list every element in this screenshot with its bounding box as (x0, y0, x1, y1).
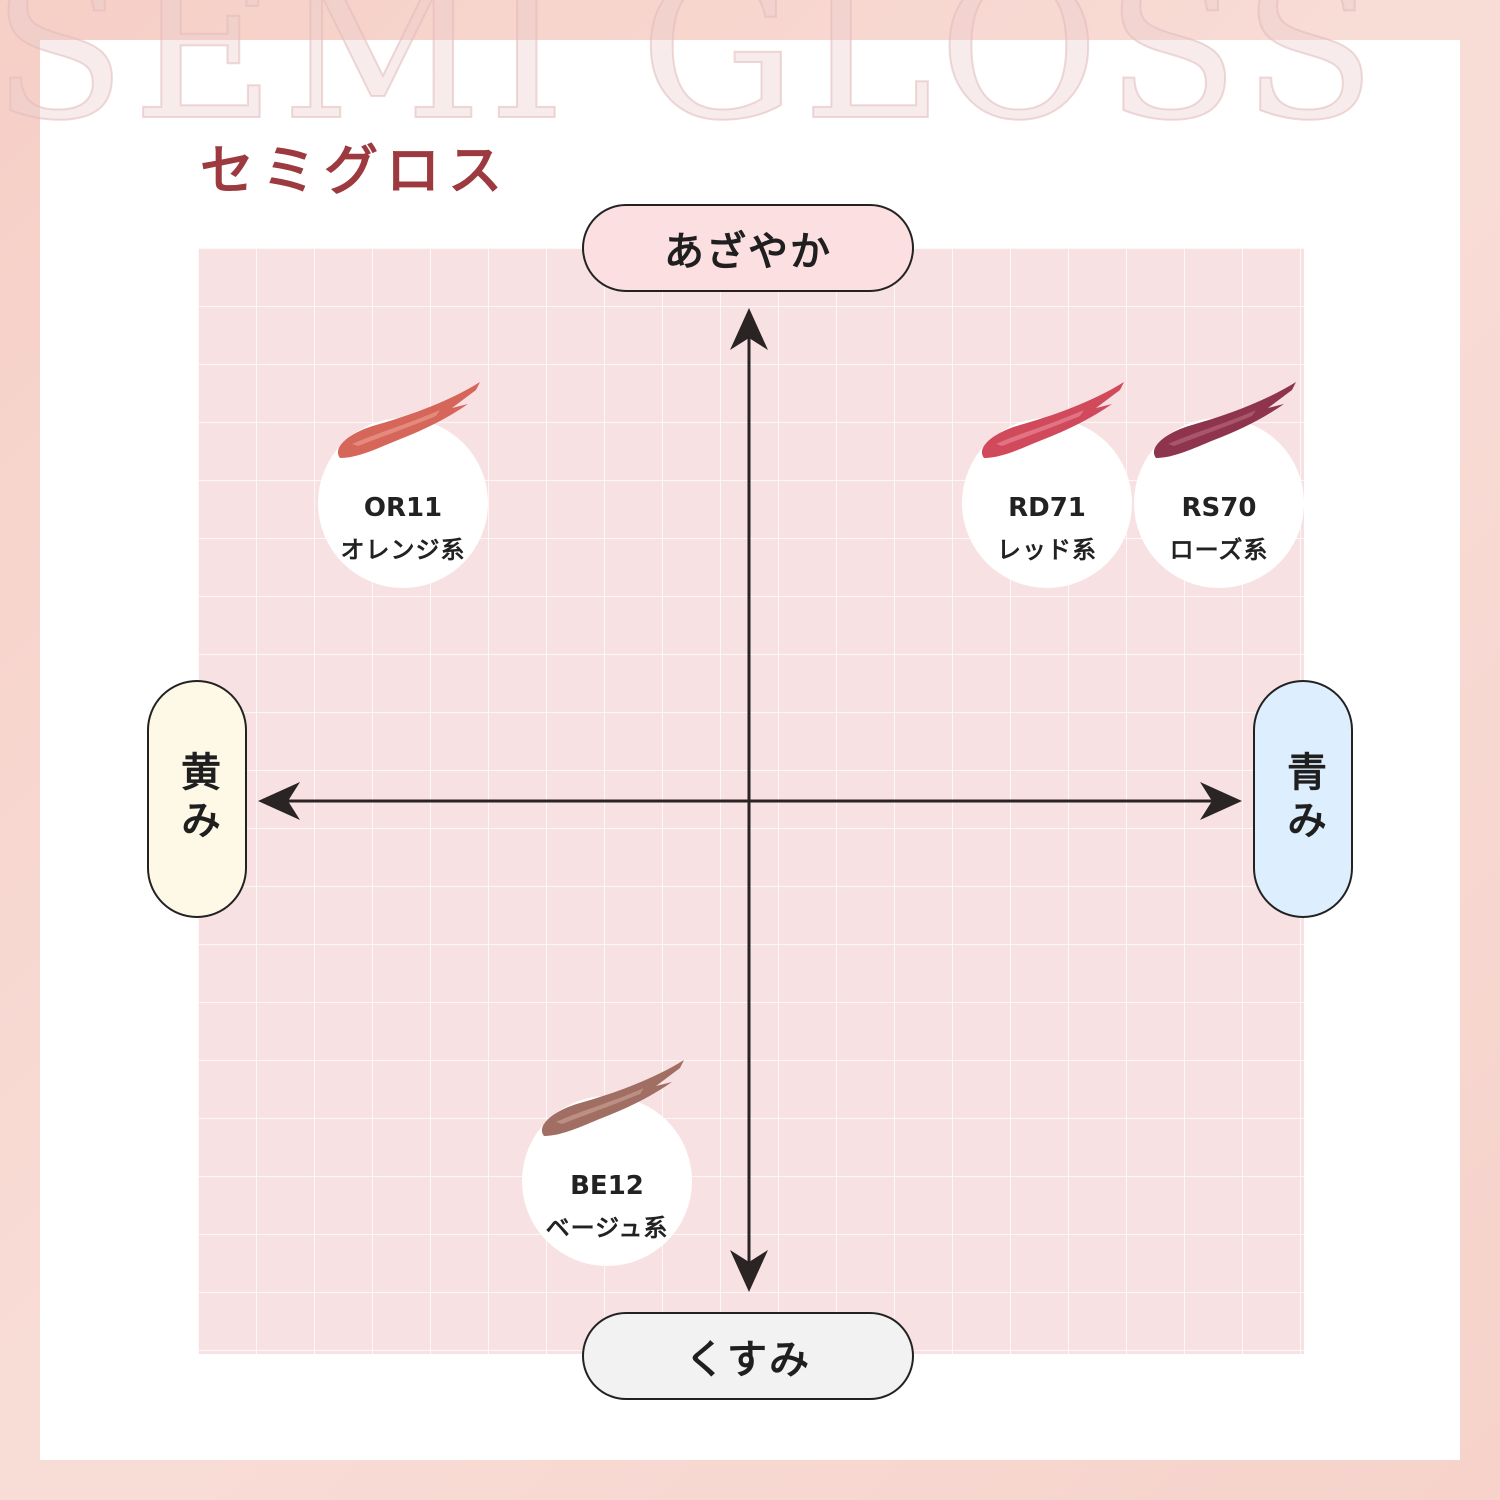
shade-code: OR11 (363, 493, 443, 523)
shade-or11[interactable]: OR11 オレンジ系 (318, 382, 498, 598)
shade-rs70[interactable]: RS70 ローズ系 (1134, 382, 1314, 598)
watermark-text: SEMI GLOSS (0, 0, 1383, 164)
shade-type: レッド系 (997, 536, 1097, 564)
axis-label-bluish: 青み (1253, 680, 1353, 918)
shade-type: ローズ系 (1169, 536, 1269, 564)
shade-type: オレンジ系 (340, 536, 466, 564)
arrow-up-icon (730, 308, 768, 350)
lipstick-swatch-icon (1153, 382, 1296, 458)
shade-code: RS70 (1181, 493, 1257, 523)
axis-label-muted: くすみ (582, 1312, 914, 1400)
lipstick-swatch-icon (337, 382, 480, 458)
axis-label-vivid: あざやか (582, 204, 914, 292)
shade-type: ベージュ系 (545, 1214, 669, 1242)
arrow-right-icon (1200, 782, 1242, 820)
shade-be12[interactable]: BE12 ベージュ系 (522, 1060, 702, 1276)
lipstick-swatch-icon (541, 1060, 684, 1136)
axis-label-yellowish: 黄み (147, 680, 247, 918)
shade-code: RD71 (1008, 493, 1086, 523)
shade-rd71[interactable]: RD71 レッド系 (962, 382, 1142, 598)
shade-code: BE12 (570, 1171, 644, 1201)
arrow-down-icon (730, 1250, 768, 1292)
arrow-left-icon (258, 782, 300, 820)
lipstick-swatch-icon (981, 382, 1124, 458)
page-title: セミグロス (200, 138, 510, 202)
